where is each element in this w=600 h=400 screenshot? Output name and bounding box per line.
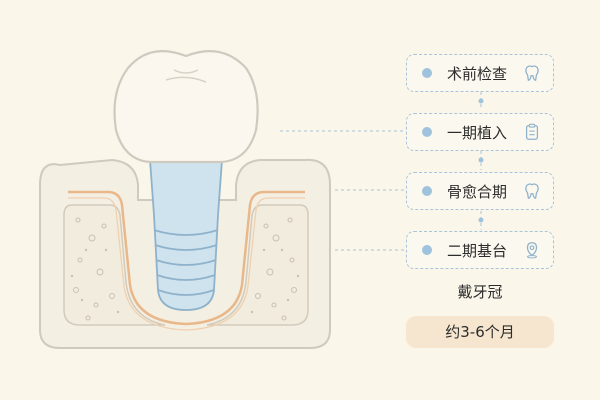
step-connector-dot (478, 217, 484, 223)
implant-threads (153, 229, 219, 296)
duration-badge: 约3-6个月 (406, 316, 554, 348)
crown (113, 50, 259, 164)
bone-left (63, 204, 166, 326)
step-bullet (422, 245, 432, 255)
location-pin-icon (526, 242, 538, 259)
step-connector-dot (478, 157, 484, 163)
step-label: 一期植入 (447, 124, 508, 142)
step-bullet (422, 68, 432, 78)
step-card: 一期植入 (406, 113, 554, 151)
step-bullet (422, 186, 432, 196)
gum-line-inner (68, 197, 305, 331)
tooth-icon (525, 65, 539, 81)
step-card: 二期基台 (406, 231, 554, 269)
bone-speckles (73, 217, 297, 321)
crown-groove (165, 69, 207, 83)
step-card: 骨愈合期 (406, 172, 554, 210)
step-connector-dot (478, 98, 484, 104)
step-label: 二期基台 (447, 242, 508, 260)
clipboard-icon (525, 123, 539, 140)
bone-right (206, 204, 309, 326)
step-label: 骨愈合期 (447, 183, 508, 201)
step-bullet (422, 127, 432, 137)
bone-dots (70, 248, 300, 314)
gum-line (68, 190, 305, 326)
step-card: 术前检查 (406, 54, 554, 92)
tooth-icon (525, 183, 539, 199)
crown-step-label: 戴牙冠 (457, 283, 503, 301)
step-label: 术前检查 (447, 65, 508, 83)
